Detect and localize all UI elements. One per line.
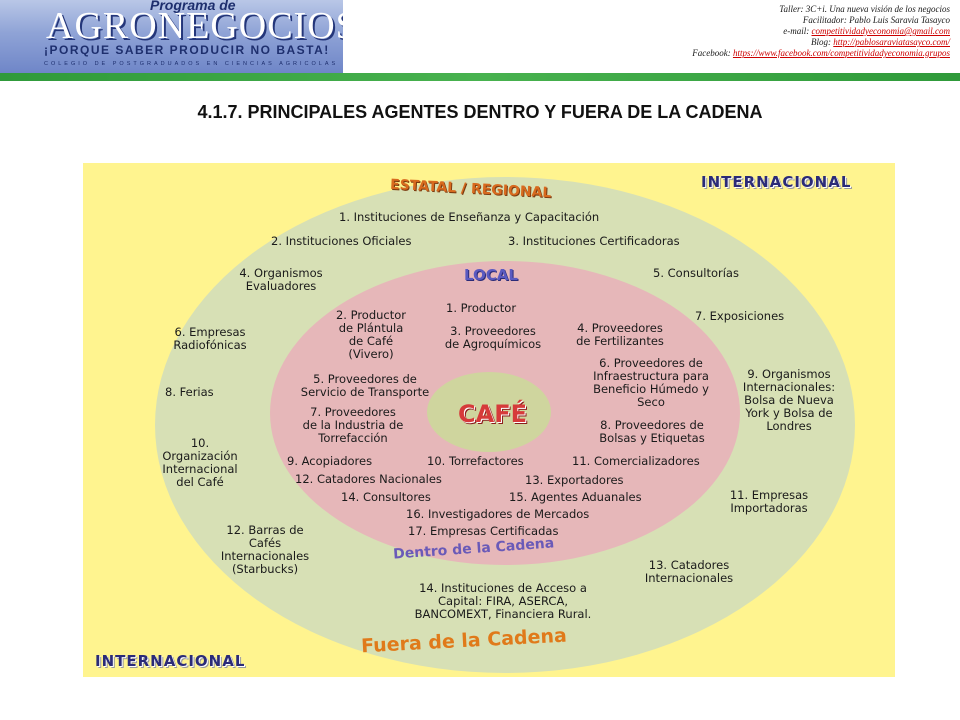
estatal-item: 6. Empresas Radiofónicas — [173, 325, 247, 352]
international-item: 13. Catadores Internacionales — [644, 558, 734, 585]
workshop-info: Taller: 3C+i. Una nueva visión de los ne… — [692, 4, 950, 59]
local-item: 3. Proveedores de Agroquímicos — [444, 324, 542, 351]
header: Programa de AGRONEGOCIOS ¡PORQUE SABER P… — [0, 0, 960, 73]
cafe-tag: CAFÉ — [458, 400, 527, 428]
header-divider — [0, 73, 960, 81]
agronegocios-logo: Programa de AGRONEGOCIOS ¡PORQUE SABER P… — [0, 0, 343, 73]
estatal-item: 8. Ferias — [165, 385, 214, 399]
local-item: 9. Acopiadores — [287, 454, 373, 468]
email-link[interactable]: competitividadyeconomia@gmail.com — [811, 26, 951, 36]
estatal-item: 1. Instituciones de Enseñanza y Capacita… — [339, 210, 600, 224]
logo-program-text: Programa de — [150, 0, 236, 13]
email-line: e-mail: competitividadyeconomia@gmail.co… — [692, 26, 950, 37]
estatal-item: 4. Organismos Evaluadores — [239, 266, 323, 293]
blog-link[interactable]: http://pablosaraviatasayco.com/ — [833, 37, 950, 47]
local-item: 16. Investigadores de Mercados — [406, 507, 590, 521]
estatal-item: 5. Consultorías — [653, 266, 739, 280]
logo-title: AGRONEGOCIOS — [46, 5, 343, 47]
local-item: 7. Proveedores de la Industria de Torref… — [302, 405, 404, 445]
facilitator-line: Facilitador: Pablo Luis Saravia Tasayco — [802, 15, 950, 25]
local-item: 5. Proveedores de Servicio de Transporte — [300, 372, 430, 399]
local-item: 14. Consultores — [341, 490, 431, 504]
local-item: 2. Productor de Plántula de Café (Vivero… — [335, 308, 407, 361]
blog-label: Blog: — [811, 37, 831, 47]
local-item: 13. Exportadores — [525, 473, 624, 487]
international-tag-top: INTERNACIONAL — [701, 173, 852, 191]
local-item: 12. Catadores Nacionales — [295, 472, 442, 486]
local-tag: LOCAL — [464, 266, 518, 284]
local-item: 15. Agentes Aduanales — [509, 490, 642, 504]
local-item: 1. Productor — [446, 301, 517, 315]
logo-college: COLEGIO DE POSTGRADUADOS EN CIENCIAS AGR… — [44, 61, 339, 67]
local-item: 4. Proveedores de Fertilizantes — [576, 321, 664, 348]
estatal-item: 2. Instituciones Oficiales — [271, 234, 412, 248]
estatal-item: 7. Exposiciones — [695, 309, 785, 323]
facebook-link[interactable]: https://www.facebook.com/competitividady… — [732, 48, 950, 58]
international-item: 11. Empresas Importadoras — [729, 488, 809, 515]
international-tag-bottom: INTERNACIONAL — [95, 652, 246, 670]
page-title: 4.1.7. PRINCIPALES AGENTES DENTRO Y FUER… — [197, 102, 763, 122]
estatal-item: 10. Organización Internacional del Café — [162, 436, 238, 489]
workshop-line: Taller: 3C+i. Una nueva visión de los ne… — [779, 4, 950, 14]
local-item: 17. Empresas Certificadas — [408, 524, 559, 538]
local-item: 8. Proveedores de Bolsas y Etiquetas — [599, 418, 705, 445]
facebook-line: Facebook: https://www.facebook.com/compe… — [692, 48, 950, 59]
email-label: e-mail: — [783, 26, 810, 36]
estatal-item: 3. Instituciones Certificadoras — [508, 234, 680, 248]
local-item: 6. Proveedores de Infraestructura para B… — [593, 356, 709, 409]
blog-line: Blog: http://pablosaraviatasayco.com/ — [692, 37, 950, 48]
international-item: 9. Organismos Internacionales: Bolsa de … — [742, 367, 836, 433]
logo-slogan: ¡PORQUE SABER PRODUCIR NO BASTA! — [44, 43, 330, 57]
local-item: 11. Comercializadores — [572, 454, 700, 468]
estatal-item: 14. Instituciones de Acceso a Capital: F… — [414, 581, 592, 621]
center-ring-cafe — [427, 372, 551, 452]
estatal-item: 12. Barras de Cafés Internacionales (Sta… — [220, 523, 310, 576]
agents-diagram: INTERNACIONAL INTERNACIONAL ESTATAL / RE… — [83, 163, 895, 677]
local-item: 10. Torrefactores — [427, 454, 524, 468]
facebook-label: Facebook: — [692, 48, 731, 58]
